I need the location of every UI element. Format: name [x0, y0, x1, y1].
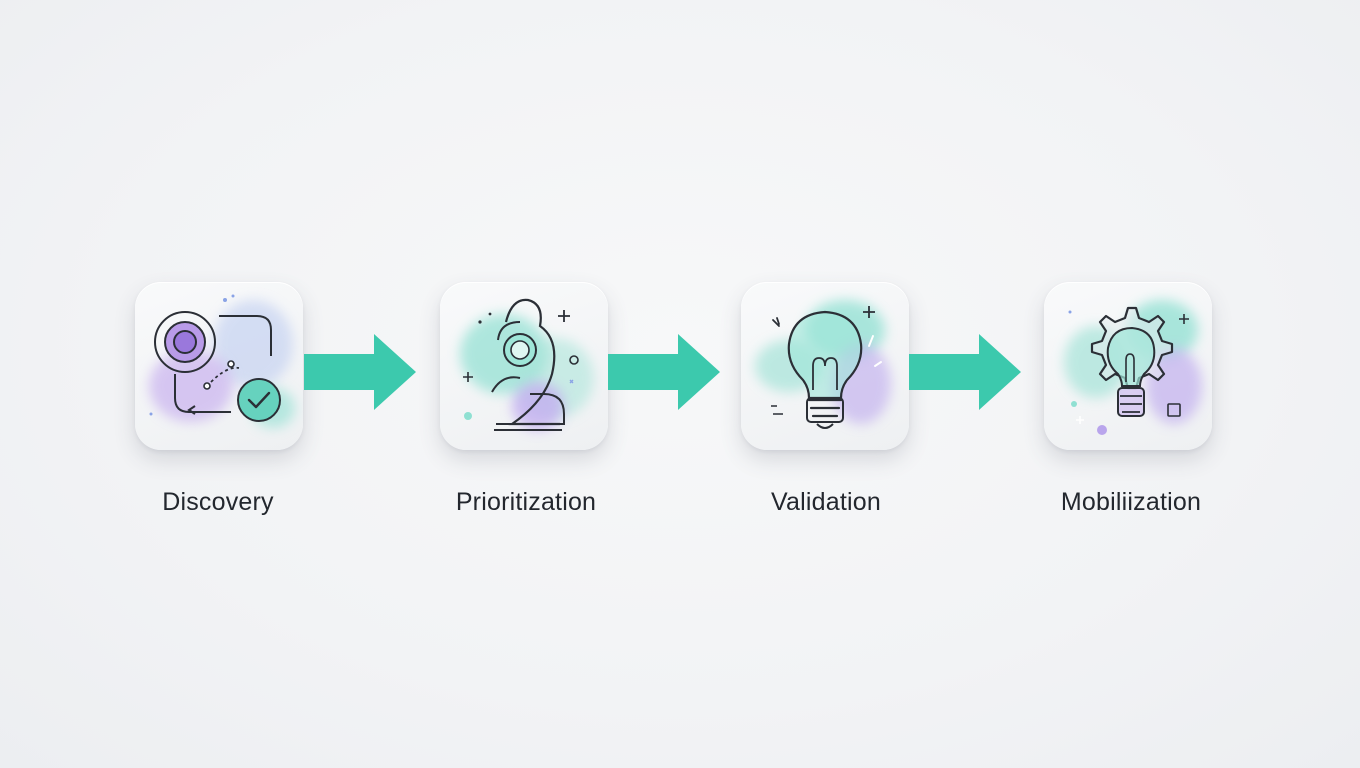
step-mobilization-tile: [1044, 282, 1212, 450]
number-two-person-icon: [460, 298, 594, 431]
step-label-prioritization: Prioritization: [455, 488, 597, 516]
step-validation-tile: [741, 282, 909, 450]
step-label-validation: Validation: [771, 488, 881, 516]
lightbulb-icon: [755, 300, 891, 429]
gear-lightbulb-icon: [1064, 300, 1202, 435]
step-label-discovery: Discovery: [162, 488, 274, 516]
flow-arrow-1: [304, 334, 416, 410]
flow-arrow-3: [909, 334, 1021, 410]
target-flow-check-icon: [149, 294, 295, 428]
step-discovery-tile: [135, 282, 303, 450]
step-prioritization-tile: [440, 282, 608, 450]
flow-arrow-2: [608, 334, 720, 410]
step-label-mobilization: Mobiliization: [1060, 488, 1202, 516]
